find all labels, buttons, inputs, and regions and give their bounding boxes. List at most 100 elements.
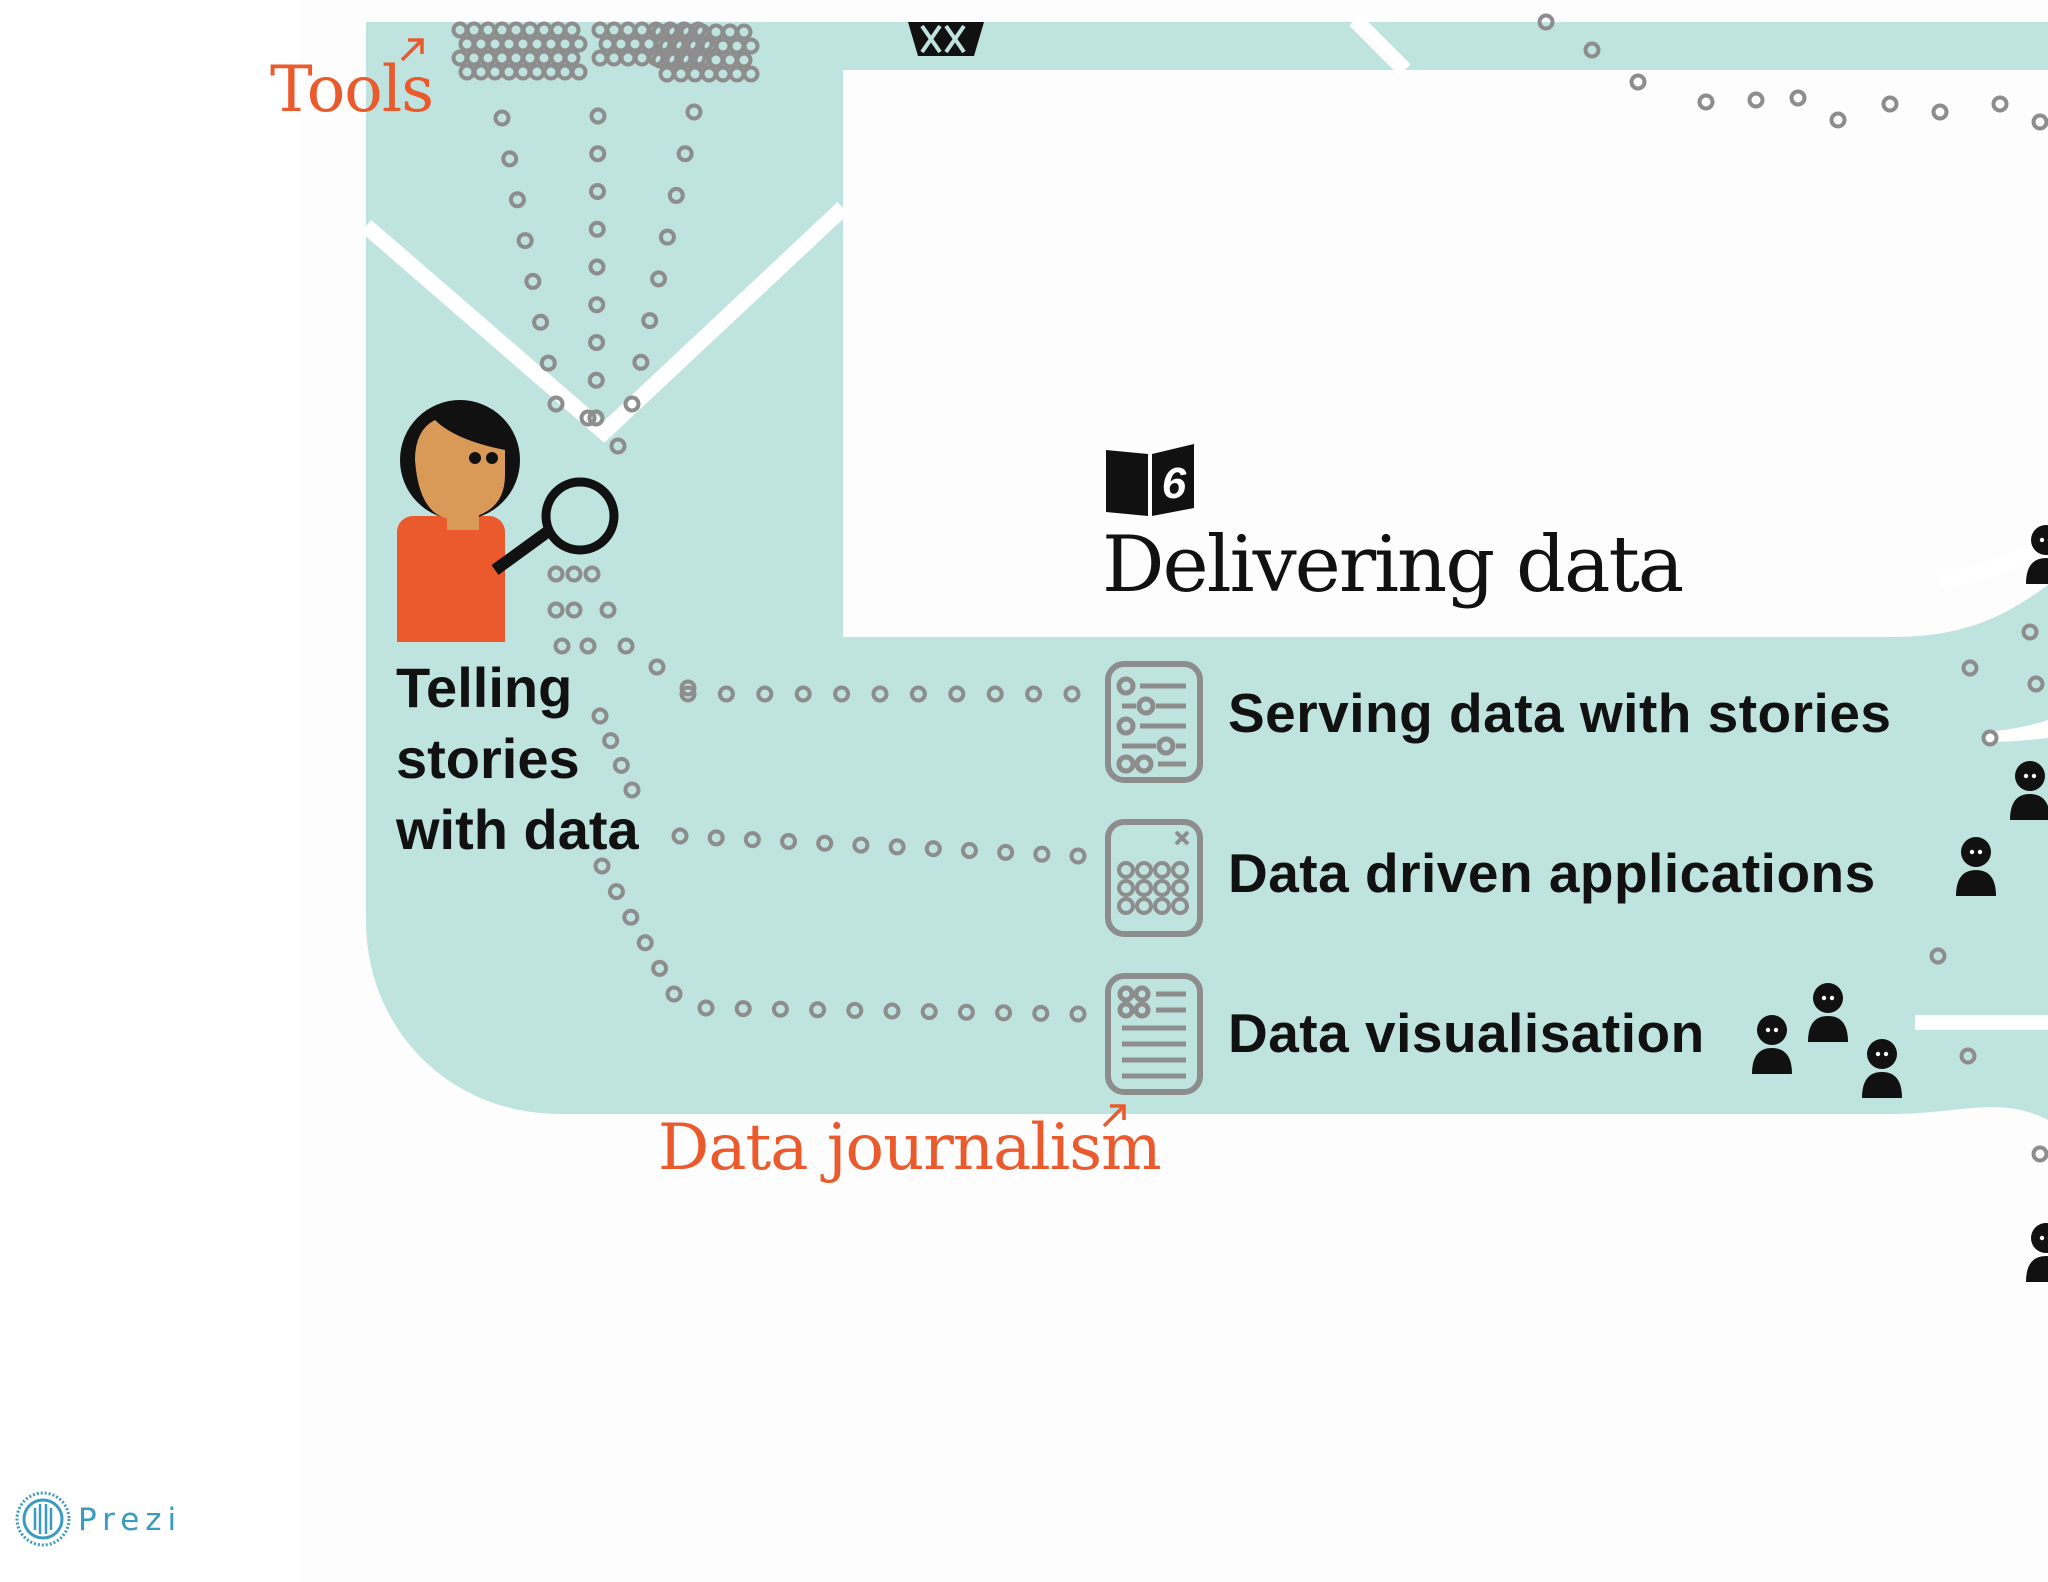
path-dot: [636, 934, 654, 952]
path-dot: [1033, 845, 1051, 863]
path-dot: [532, 313, 550, 331]
section-title-line: Telling: [396, 656, 573, 719]
person-icon: [2026, 1223, 2048, 1282]
path-dot: [565, 565, 583, 583]
path-dot: [888, 838, 906, 856]
person-icon: [1752, 1015, 1792, 1074]
path-dot: [588, 334, 605, 351]
path-dot: [607, 883, 625, 901]
path-dot: [579, 409, 597, 427]
path-dot: [547, 565, 565, 583]
path-dot: [960, 842, 978, 860]
path-dot: [846, 1001, 864, 1019]
arrow-up-right-icon: [1102, 1104, 1126, 1128]
path-dot: [734, 1000, 752, 1018]
path-dot: [707, 829, 725, 847]
path-dot: [641, 312, 659, 330]
path-dot: [2021, 623, 2039, 641]
path-dot: [1959, 1047, 1977, 1065]
path-dot: [563, 21, 581, 39]
path-dot: [588, 258, 606, 276]
path-dot: [1063, 685, 1081, 703]
path-dot: [493, 109, 511, 127]
path-dot: [609, 437, 627, 455]
path-dot: [735, 51, 753, 69]
path-dot: [617, 637, 635, 655]
path-dot: [717, 685, 735, 703]
path-dot: [602, 732, 620, 750]
path-dot: [1991, 95, 2009, 113]
path-dot: [742, 65, 760, 83]
path-dot: [1929, 947, 1947, 965]
path-dot: [794, 685, 812, 703]
path-dot: [651, 959, 669, 977]
path-dot: [599, 601, 617, 619]
path-dot: [2031, 1145, 2048, 1163]
path-dot: [1829, 111, 1847, 129]
path-dot: [593, 857, 611, 875]
path-dot: [2027, 675, 2045, 693]
path-dot: [563, 49, 581, 67]
path-dot: [685, 103, 703, 121]
path-dot: [679, 685, 697, 703]
path-dot: [524, 272, 542, 290]
path-dot: [508, 191, 526, 209]
path-dot: [1025, 685, 1043, 703]
path-dot: [997, 843, 1015, 861]
path-dot: [516, 232, 534, 250]
paper-list-icon[interactable]: [1104, 660, 1204, 784]
item-label[interactable]: Serving data with stories: [1228, 682, 1892, 744]
path-dot: [587, 409, 605, 427]
path-dot: [583, 565, 601, 583]
path-dot: [1537, 13, 1555, 31]
section-title[interactable]: Telling stories with data: [396, 652, 639, 865]
path-dot: [756, 685, 774, 703]
tools-label[interactable]: Tools: [270, 53, 434, 127]
path-dot: [612, 756, 630, 774]
calculator-icon[interactable]: [1104, 818, 1204, 938]
item-label[interactable]: Data visualisation: [1228, 1002, 1705, 1064]
path-dot: [679, 679, 697, 697]
path-dot: [676, 145, 694, 163]
magnifier-icon: [491, 477, 619, 575]
path-dot: [995, 1004, 1013, 1022]
person-icon: [397, 400, 520, 642]
path-dot: [588, 296, 606, 314]
dotted-paths: [451, 13, 2048, 1163]
path-dot: [501, 150, 519, 168]
path-dot: [1069, 1005, 1087, 1023]
path-dot: [1629, 73, 1647, 91]
path-dot: [579, 637, 597, 655]
prezi-logo-text[interactable]: Prezi: [78, 1502, 183, 1538]
path-dot: [1583, 41, 1601, 59]
item-label[interactable]: Data driven applications: [1228, 842, 1876, 904]
path-dot: [816, 834, 834, 852]
path-dot: [539, 354, 557, 372]
data-journalism-label[interactable]: Data journalism: [658, 1111, 1162, 1185]
path-dot: [589, 145, 607, 163]
v-divider: [360, 202, 849, 443]
path-dot: [920, 1003, 938, 1021]
path-dot: [667, 186, 685, 204]
path-dot: [809, 1001, 827, 1019]
section-title-line: with data: [396, 798, 639, 861]
path-dot: [547, 395, 565, 413]
arrow-up-right-icon: [400, 38, 424, 62]
chapter-title[interactable]: Delivering data: [1102, 520, 1684, 610]
path-dot: [1961, 659, 1979, 677]
prezi-logo-icon[interactable]: [14, 1490, 72, 1548]
person-icon: [2026, 525, 2048, 584]
path-dot: [589, 107, 607, 125]
paper-list-icon[interactable]: [1104, 972, 1204, 1096]
path-dot: [665, 985, 683, 1003]
book-icon[interactable]: 6: [1104, 442, 1196, 518]
path-dot: [658, 228, 676, 246]
path-dot: [957, 1003, 975, 1021]
path-dot: [883, 1002, 901, 1020]
path-dot: [591, 707, 609, 725]
path-dot: [1697, 93, 1715, 111]
person-icon: [2010, 761, 2048, 820]
path-dot: [589, 183, 606, 200]
